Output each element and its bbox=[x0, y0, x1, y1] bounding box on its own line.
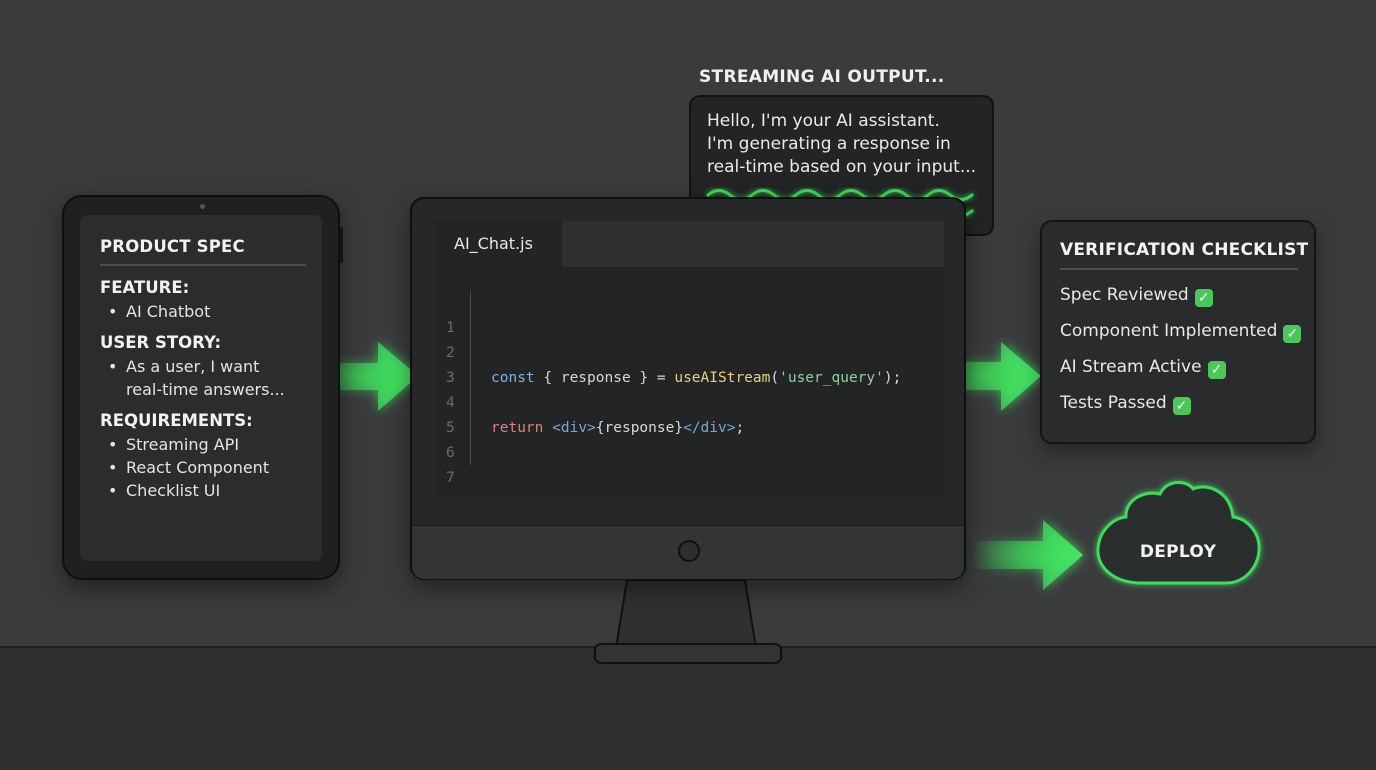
product-spec-panel: PRODUCT SPEC FEATURE: •AI Chatbot USER S… bbox=[80, 215, 322, 561]
tab-ai-chat-js[interactable]: AI_Chat.js bbox=[434, 221, 562, 267]
code-text: const { response } = useAIStream('user_q… bbox=[491, 370, 902, 386]
tablet-side-button bbox=[340, 227, 343, 263]
user-story-heading: USER STORY: bbox=[100, 333, 222, 352]
tablet: PRODUCT SPEC FEATURE: •AI Chatbot USER S… bbox=[62, 195, 343, 580]
cloud-icon bbox=[1096, 481, 1261, 585]
checklist-title: VERIFICATION CHECKLIST bbox=[1060, 240, 1308, 270]
check-icon: ✓ bbox=[1194, 289, 1213, 307]
monitor-stand bbox=[594, 579, 782, 664]
list-item: •AI Chatbot bbox=[108, 302, 211, 321]
code-line: 6 bbox=[434, 416, 944, 461]
stream-output-text: Hello, I'm your AI assistant. I'm genera… bbox=[707, 111, 977, 177]
checklist-item: Component Implemented✓ bbox=[1060, 320, 1302, 356]
code-line: 4 return <div>{response}</div>; bbox=[434, 366, 944, 436]
check-icon: ✓ bbox=[1283, 325, 1302, 343]
user-story-list: • As a user, I want real-time answers... bbox=[100, 355, 306, 401]
editor-tab-bar: AI_Chat.js bbox=[434, 221, 944, 267]
code-line: 1 bbox=[434, 291, 944, 336]
editor-gutter-divider bbox=[470, 291, 471, 465]
line-number: 4 bbox=[446, 395, 455, 411]
line-number: 6 bbox=[446, 445, 455, 461]
arrow-spec-to-editor bbox=[310, 342, 418, 411]
stream-title: STREAMING AI OUTPUT... bbox=[699, 67, 945, 87]
checklist-item: Tests Passed✓ bbox=[1060, 392, 1298, 428]
line-number: 7 bbox=[446, 470, 455, 486]
arrow-editor-to-checklist bbox=[930, 342, 1041, 411]
code-editor: AI_Chat.js 1 2 const { response } = useA… bbox=[434, 221, 944, 503]
requirements-heading: REQUIREMENTS: bbox=[100, 411, 253, 430]
code-line: 7 bbox=[434, 441, 944, 486]
checklist-item: Spec Reviewed✓ bbox=[1060, 284, 1298, 320]
requirements-list: •Streaming API •React Component •Checkli… bbox=[100, 433, 306, 502]
power-button[interactable] bbox=[678, 540, 700, 562]
code-line: 3 bbox=[434, 341, 944, 386]
code-text: return <div>{response}</div>; bbox=[491, 420, 745, 436]
product-spec-title: PRODUCT SPEC bbox=[100, 237, 306, 266]
check-icon: ✓ bbox=[1207, 361, 1226, 379]
line-number: 2 bbox=[446, 345, 455, 361]
check-icon: ✓ bbox=[1172, 397, 1191, 415]
tablet-camera bbox=[200, 204, 205, 209]
code-line: 2 const { response } = useAIStream('user… bbox=[434, 316, 944, 386]
list-item: • As a user, I want real-time answers... bbox=[108, 357, 285, 399]
list-item: •React Component bbox=[108, 458, 270, 477]
line-number: 5 bbox=[446, 420, 455, 436]
list-item: •Checklist UI bbox=[108, 481, 221, 500]
line-number: 3 bbox=[446, 370, 455, 386]
feature-list: •AI Chatbot bbox=[100, 300, 306, 323]
stream-wave-1 bbox=[706, 189, 974, 201]
line-number: 1 bbox=[446, 320, 455, 336]
deploy-label: DEPLOY bbox=[1139, 542, 1217, 562]
list-item: •Streaming API bbox=[108, 435, 240, 454]
feature-heading: FEATURE: bbox=[100, 278, 190, 297]
verification-checklist: VERIFICATION CHECKLIST Spec Reviewed✓ Co… bbox=[1040, 220, 1316, 444]
monitor: AI_Chat.js 1 2 const { response } = useA… bbox=[410, 197, 966, 580]
checklist-item: AI Stream Active✓ bbox=[1060, 356, 1298, 392]
arrow-to-deploy bbox=[972, 520, 1083, 590]
code-line: 5 bbox=[434, 391, 944, 436]
